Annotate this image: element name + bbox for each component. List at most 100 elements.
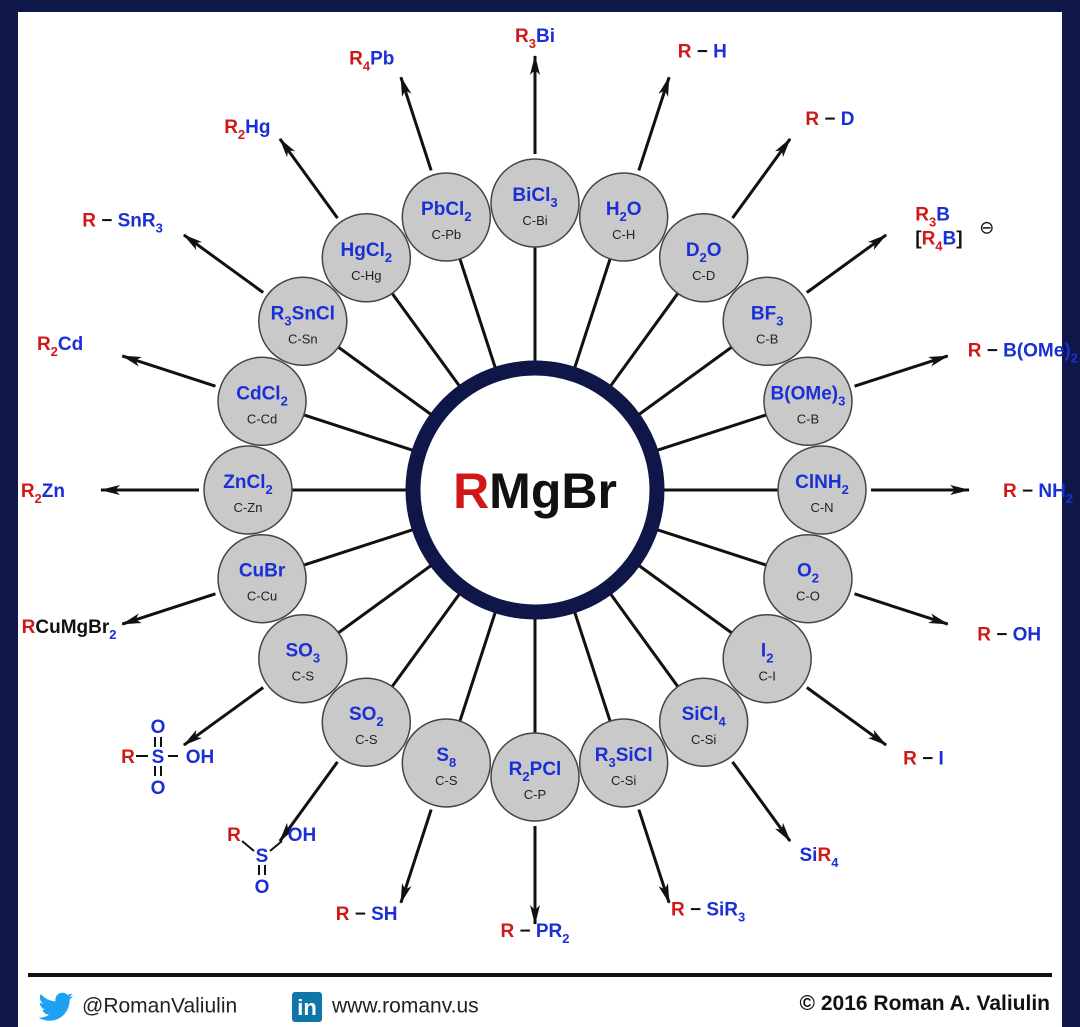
formula-part: 3 [550, 195, 557, 210]
reagent-formula: BiCl3 [512, 185, 557, 210]
formula-part: − [819, 109, 841, 130]
formula-part: 3 [608, 755, 615, 770]
reagent-circle [722, 613, 812, 704]
formula-part: R [336, 904, 350, 925]
formula-part: R [1003, 481, 1017, 502]
product-formula: R2Cd [37, 334, 83, 359]
reagent-node: O2C-O [763, 533, 853, 624]
formula-part: 2 [766, 651, 773, 666]
reagent-formula: O2 [797, 561, 819, 586]
reagent-circle [258, 613, 348, 704]
formula-part: SiCl [682, 704, 719, 725]
product: R − D [805, 109, 854, 130]
bond-label: C-Si [611, 773, 636, 788]
product: RCuMgBr2 [22, 617, 117, 642]
reagent-circle [321, 213, 412, 303]
reaction-arrow [805, 233, 887, 294]
formula-part: 2 [700, 250, 707, 265]
struct-o-top: O [151, 717, 166, 738]
formula-part: − [514, 921, 536, 942]
formula-part: R [509, 759, 523, 780]
reagent-node: S8C-S [401, 718, 492, 808]
formula-part: 3 [776, 313, 783, 328]
product-formula: R − SH [336, 904, 398, 925]
formula-part: R [37, 334, 51, 355]
struct-o-bottom: O [151, 778, 166, 799]
reagent-formula: CuBr [239, 561, 286, 582]
formula-part: 4 [363, 58, 371, 73]
formula-part: R [271, 303, 285, 324]
formula-part: 8 [449, 755, 456, 770]
reagent-circle [658, 677, 749, 767]
struct-r: R [227, 825, 241, 846]
product-formula: R − B(OMe)2 [968, 340, 1078, 365]
product-formula: R − SiR3 [671, 899, 745, 924]
formula-part: − [685, 899, 707, 920]
formula-part: I [761, 641, 766, 662]
formula-part: B [943, 229, 957, 250]
formula-part: R [82, 211, 96, 232]
formula-part: H [713, 42, 727, 63]
product-formula: R − I [903, 748, 944, 769]
reagent-node: B(OMe)3C-B [763, 356, 853, 447]
formula-part: SnR [118, 211, 156, 232]
reagent-formula: R2PCl [509, 759, 562, 784]
reaction-arrow [854, 354, 949, 388]
formula-part: 2 [562, 931, 569, 946]
reaction-arrow [731, 760, 792, 842]
bond-label: C-Sn [288, 331, 318, 346]
reagent-circle [777, 445, 867, 535]
product: R4Pb [349, 48, 394, 73]
formula-part: PR [536, 921, 563, 942]
formula-part: R [500, 921, 514, 942]
product: R − NH2 [1003, 481, 1073, 506]
formula-part: − [1017, 481, 1039, 502]
formula-part: PCl [530, 759, 562, 780]
formula-part: 3 [929, 215, 936, 230]
formula-part: BiCl [512, 185, 550, 206]
product-formula-line2: [R4B] [915, 229, 962, 254]
formula-part: 2 [238, 127, 245, 142]
reagent-formula: R3SiCl [595, 745, 653, 770]
reagent-formula: HgCl2 [341, 240, 393, 265]
twitter-link[interactable]: @RomanValiulin [38, 992, 237, 1022]
formula-part: 2 [109, 627, 116, 642]
reaction-arrow [278, 760, 339, 842]
bond-label: C-B [756, 331, 778, 346]
formula-part: NH [1038, 481, 1065, 502]
product-formula: R − SnR3 [82, 211, 163, 236]
formula-part: O [797, 561, 812, 582]
bond-line [241, 840, 255, 852]
formula-part: I [938, 748, 943, 769]
reaction-arrow [121, 592, 216, 626]
reagent-formula: H2O [606, 199, 642, 224]
reagent-circle [763, 356, 853, 447]
product-formula: RCuMgBr2 [22, 617, 117, 642]
formula-part: 3 [284, 313, 291, 328]
formula-part: Hg [245, 117, 270, 138]
struct-oh: OH [186, 747, 215, 768]
formula-part: 3 [738, 909, 745, 924]
formula-part: 2 [522, 769, 529, 784]
formula-part: SiR [706, 899, 738, 920]
formula-part: SnCl [292, 303, 335, 324]
product: R − SH [336, 904, 398, 925]
formula-part: CdCl [236, 383, 280, 404]
struct-s: S [152, 747, 165, 768]
reaction-arrow [399, 809, 433, 904]
formula-part: R [671, 899, 685, 920]
product: SiR4 [800, 845, 840, 870]
product-formula: SiR4 [800, 845, 840, 870]
product-formula: R2Hg [224, 117, 270, 142]
product: R − B(OMe)2 [968, 340, 1078, 365]
product: R − H [678, 42, 727, 63]
formula-part: R [224, 117, 238, 138]
center-ring [405, 360, 665, 620]
